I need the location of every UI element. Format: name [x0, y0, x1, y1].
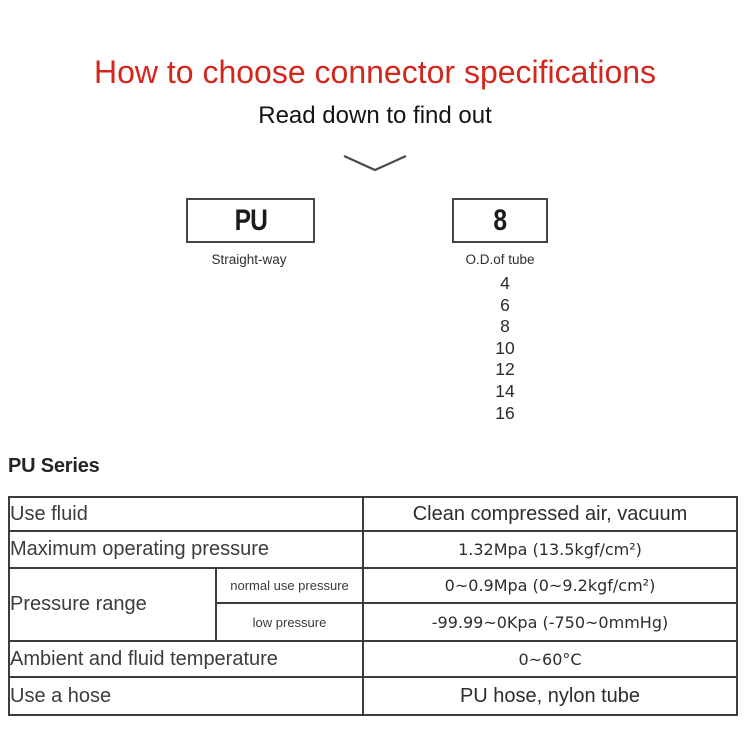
series-heading: PU Series [8, 455, 100, 477]
size-option: 4 [500, 273, 510, 293]
size-code-caption: O.D.of tube [465, 252, 535, 267]
row-value: -99.99~0Kpa (-750~0mmHg) [362, 602, 738, 642]
spec-table: Use fluid Clean compressed air, vacuum M… [8, 496, 738, 716]
row-sub-label: normal use pressure [215, 567, 364, 604]
row-value: 1.32Mpa (13.5kgf/cm²) [362, 530, 738, 569]
page-title: How to choose connector specifications [93, 54, 657, 90]
table-row: Maximum operating pressure 1.32Mpa (13.5… [8, 530, 738, 569]
size-options-list: 4 6 8 10 12 14 16 [455, 273, 555, 424]
table-row: Pressure range normal use pressure 0~0.9… [8, 567, 738, 642]
row-label: Pressure range [8, 567, 217, 642]
size-option: 10 [495, 337, 515, 358]
row-label: Maximum operating pressure [8, 530, 364, 569]
size-code-box: 8 [452, 198, 548, 243]
model-code-caption: Straight-way [211, 252, 287, 267]
size-option: 16 [495, 402, 515, 423]
row-value: PU hose, nylon tube [362, 676, 738, 716]
table-row: Use a hose PU hose, nylon tube [8, 676, 738, 716]
row-label: Use a hose [8, 676, 364, 716]
size-option: 14 [495, 380, 515, 401]
row-value: 0~60°C [362, 640, 738, 678]
row-label: Use fluid [8, 496, 364, 532]
row-label: Ambient and fluid temperature [8, 640, 364, 678]
table-row: Ambient and fluid temperature 0~60°C [8, 640, 738, 678]
table-row: low pressure -99.99~0Kpa (-750~0mmHg) [9, 602, 738, 642]
row-value: 0~0.9Mpa (0~9.2kgf/cm²) [362, 567, 738, 604]
size-code-text: 8 [493, 203, 508, 237]
row-sub-label: low pressure [215, 602, 364, 642]
row-value: Clean compressed air, vacuum [362, 496, 738, 532]
size-option: 8 [500, 316, 510, 337]
page-subtitle: Read down to find out [258, 102, 492, 129]
chevron-down-icon [343, 154, 407, 172]
size-option: 6 [500, 294, 510, 315]
table-row: Use fluid Clean compressed air, vacuum [8, 496, 738, 532]
model-code-text: PU [234, 203, 267, 237]
size-option: 12 [495, 359, 515, 380]
model-code-box: PU [186, 198, 315, 243]
